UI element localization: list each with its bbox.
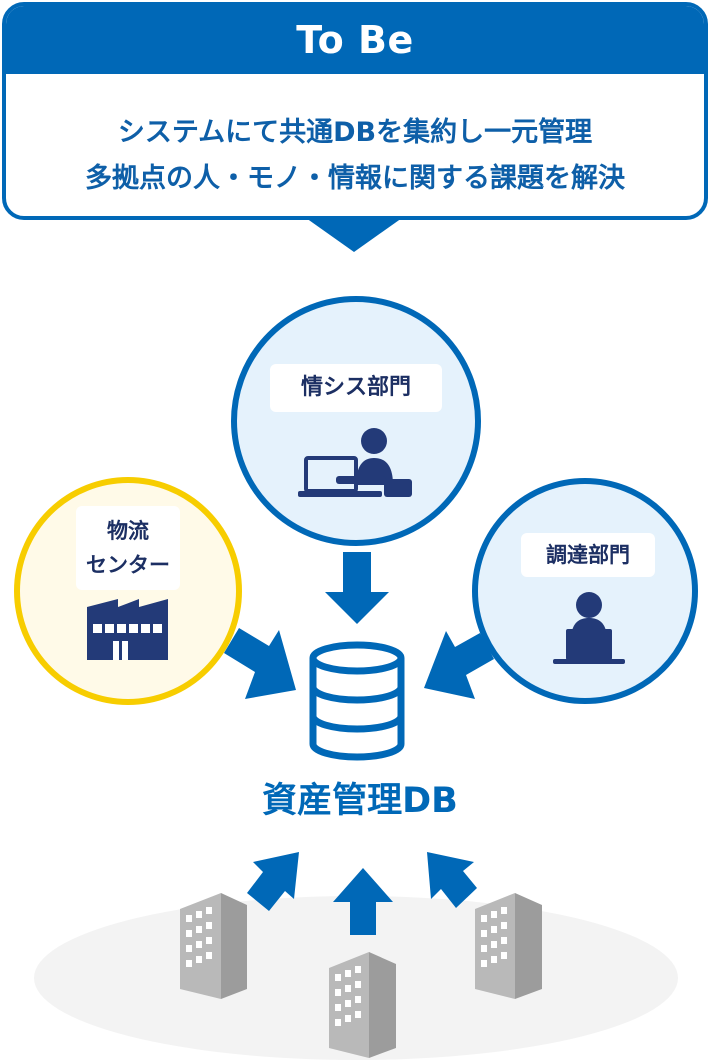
- office-building-icon: [329, 952, 396, 1058]
- database-icon: [309, 641, 405, 761]
- tobe-description-line-2: 多拠点の人・モノ・情報に関する課題を解決: [85, 163, 625, 194]
- arrow-right-building-to-db: [427, 852, 477, 908]
- logistics-label-line-1: 物流: [107, 519, 149, 543]
- logistics-center-label: 物流 センター: [76, 506, 180, 590]
- procurement-department-label: 調達部門: [521, 533, 655, 577]
- tobe-panel: To Be システムにて共通DBを集約し一元管理 多拠点の人・モノ・情報に関する…: [2, 2, 708, 220]
- tobe-header-bar: [6, 6, 704, 74]
- office-building-icon: [180, 893, 247, 999]
- logistics-label-line-2: センター: [86, 553, 170, 577]
- arrow-procurement-to-db: [424, 631, 494, 699]
- warehouse-icon: [87, 599, 168, 660]
- asset-management-db-label: 資産管理DB: [262, 781, 458, 821]
- tobe-description-line-1: システムにて共通DBを集約し一元管理: [117, 117, 593, 148]
- speech-pointer: [306, 218, 402, 252]
- tobe-title: To Be: [296, 18, 414, 62]
- procurement-department-circle: [472, 478, 698, 704]
- person-at-laptop-icon: [298, 428, 412, 497]
- it-department-circle: [231, 296, 481, 546]
- arrow-logistics-to-db: [224, 628, 296, 699]
- arrow-center-building-to-db: [333, 868, 393, 935]
- it-department-label: 情シス部門: [270, 364, 442, 412]
- arrow-left-building-to-db: [247, 852, 299, 911]
- arrow-it-to-db: [325, 552, 389, 624]
- office-building-icon: [475, 893, 542, 999]
- person-at-desk-icon: [553, 592, 625, 664]
